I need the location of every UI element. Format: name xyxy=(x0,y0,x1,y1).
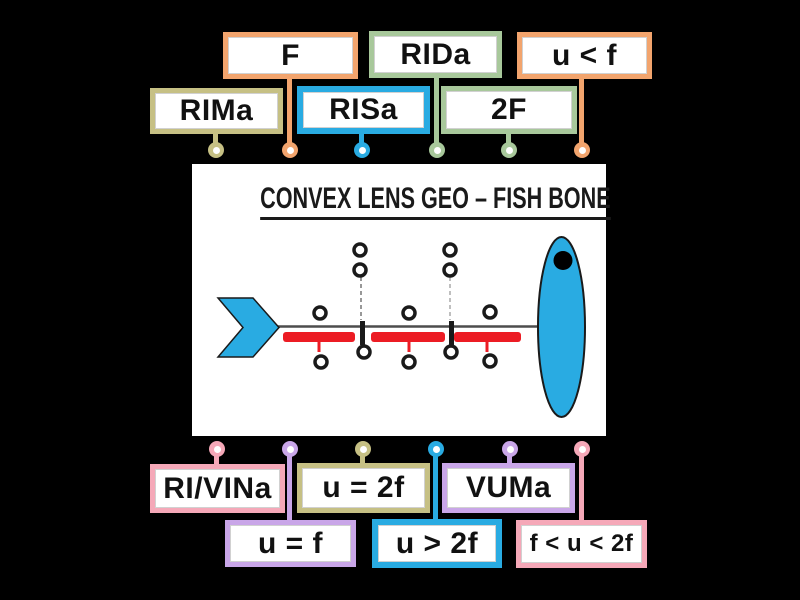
rib-bar xyxy=(283,332,355,342)
pin-stem xyxy=(434,75,439,150)
pin-stem xyxy=(433,449,438,522)
bone-circle xyxy=(401,354,417,370)
rib-bar xyxy=(454,332,521,342)
pin-stem xyxy=(360,449,365,466)
fishbone-diagram xyxy=(216,236,586,418)
label-RI-VINa[interactable]: RI/VINa xyxy=(150,464,285,513)
pin-dot[interactable] xyxy=(208,142,224,158)
pin-dot[interactable] xyxy=(354,142,370,158)
pin-stem xyxy=(213,133,218,150)
label-u-gt-2f[interactable]: u > 2f xyxy=(372,519,502,568)
pin-dot[interactable] xyxy=(355,441,371,457)
pin-stem xyxy=(359,131,364,150)
pin-dot[interactable] xyxy=(501,142,517,158)
label-u-lt-f[interactable]: u < f xyxy=(517,32,652,79)
pin-dot[interactable] xyxy=(428,441,444,457)
label-f-lt-u-lt-2f[interactable]: f < u < 2f xyxy=(516,520,647,568)
fish-tail-arrow xyxy=(216,297,280,358)
bone-circle xyxy=(352,242,368,258)
diagram-title: CONVEX LENS GEO – FISH BONE xyxy=(192,182,611,220)
pin-dot[interactable] xyxy=(209,441,225,457)
bone-circle xyxy=(482,353,498,369)
bone-circle xyxy=(356,344,372,360)
diagram-panel: CONVEX LENS GEO – FISH BONE xyxy=(192,164,611,436)
pin-dot[interactable] xyxy=(429,142,445,158)
pin-dot[interactable] xyxy=(502,441,518,457)
pin-dot[interactable] xyxy=(282,441,298,457)
bone-circle xyxy=(312,305,328,321)
label-F[interactable]: F xyxy=(223,32,358,79)
pin-stem xyxy=(506,132,511,150)
pin-stem xyxy=(579,449,584,522)
bone-circle xyxy=(482,304,498,320)
fish-head-ellipse xyxy=(537,236,586,418)
pin-stem xyxy=(507,449,512,465)
label-u-eq-f[interactable]: u = f xyxy=(225,520,356,567)
label-VUMa[interactable]: VUMa xyxy=(442,463,575,513)
label-RISa[interactable]: RISa xyxy=(297,86,430,134)
pin-stem xyxy=(287,449,292,522)
label-RIMa[interactable]: RIMa xyxy=(150,88,283,134)
pin-dot[interactable] xyxy=(574,441,590,457)
rib-bar xyxy=(371,332,445,342)
fish-eye xyxy=(553,251,573,270)
bone-circle xyxy=(313,354,329,370)
bone-circle xyxy=(352,262,368,278)
bone-circle xyxy=(443,344,459,360)
pin-stem xyxy=(214,449,219,466)
bone-circle xyxy=(401,305,417,321)
label-RIDa[interactable]: RIDa xyxy=(369,31,502,78)
pin-dot[interactable] xyxy=(282,142,298,158)
bone-circle xyxy=(442,262,458,278)
pin-stem xyxy=(579,76,584,150)
label-u-eq-2f[interactable]: u = 2f xyxy=(297,463,430,513)
pin-dot[interactable] xyxy=(574,142,590,158)
bone-circle xyxy=(442,242,458,258)
pin-stem xyxy=(287,76,292,150)
label-2F[interactable]: 2F xyxy=(441,86,577,134)
